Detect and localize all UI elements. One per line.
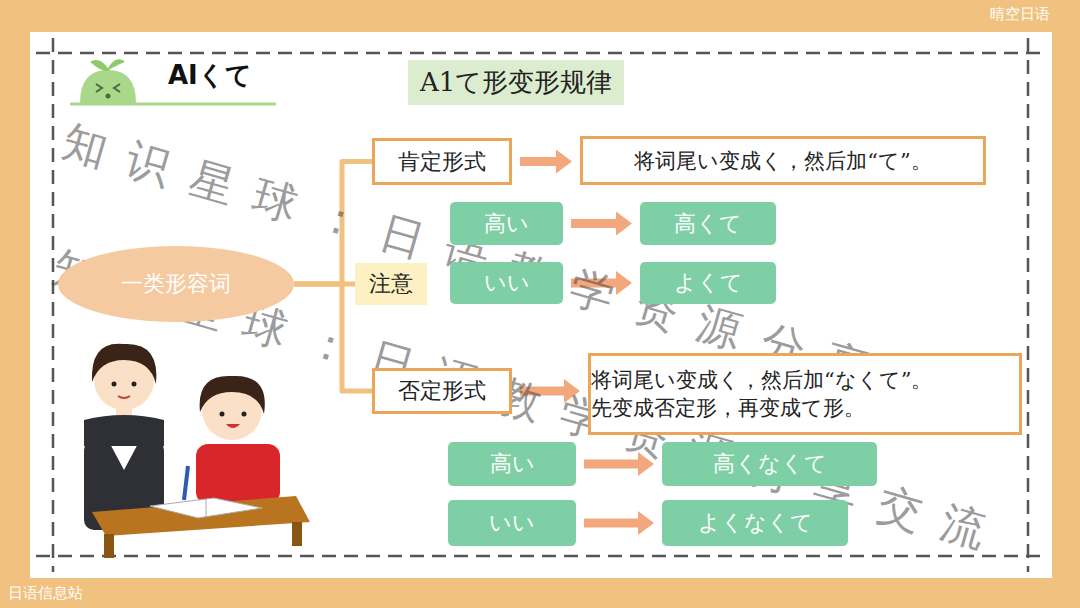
example-box: 高い — [450, 202, 563, 245]
node-text: 一类形容词 — [121, 269, 231, 299]
result-box: よくなくて — [662, 500, 848, 546]
category-oval: 一类形容词 — [58, 246, 294, 322]
arrow-connector — [584, 511, 654, 535]
node-text: 高くて — [674, 209, 742, 239]
node-text: 高くなくて — [713, 449, 827, 479]
form-box: 否定形式 — [372, 368, 512, 414]
node-text: 否定形式 — [398, 376, 486, 406]
node-text: 注意 — [369, 269, 413, 299]
brand-label: 日语信息站 — [8, 584, 83, 603]
arrow-connector — [520, 150, 572, 174]
slide-title: A1て形变形规律 — [408, 60, 624, 105]
node-text: よくなくて — [698, 508, 813, 538]
form-box: 肯定形式 — [372, 138, 512, 185]
note-tag: 注意 — [355, 263, 427, 305]
rule-box: 将词尾い变成く，然后加“て”。 — [580, 136, 986, 185]
rule-box: 将词尾い变成く，然后加“なくて”。先变成否定形，再变成て形。 — [588, 353, 1022, 435]
example-box: いい — [450, 262, 563, 304]
dashed-frame — [36, 38, 1046, 572]
example-box: いい — [448, 500, 576, 546]
result-box: よくて — [640, 262, 776, 304]
brand-label: 晴空日语 — [990, 5, 1050, 24]
result-box: 高くなくて — [662, 442, 877, 486]
node-text: 先变成否定形，再变成て形。 — [591, 394, 865, 422]
example-box: 高い — [448, 442, 576, 486]
node-text: いい — [484, 268, 530, 298]
node-text: いい — [489, 508, 535, 538]
section-heading: AIくて — [168, 58, 252, 93]
node-text: 高い — [490, 449, 535, 479]
heading-underline — [70, 103, 276, 106]
arrow-connector — [571, 212, 632, 236]
sprout-icon — [80, 60, 136, 103]
node-text: 高い — [484, 209, 529, 239]
node-text: 将词尾い变成く，然后加“なくて”。 — [591, 366, 932, 394]
node-text: 将词尾い变成く，然后加“て”。 — [634, 147, 931, 175]
card — [30, 32, 1052, 578]
teacher-student-illustration — [84, 344, 310, 558]
node-text: よくて — [674, 268, 743, 298]
node-text: 肯定形式 — [398, 147, 486, 177]
result-box: 高くて — [640, 202, 776, 245]
